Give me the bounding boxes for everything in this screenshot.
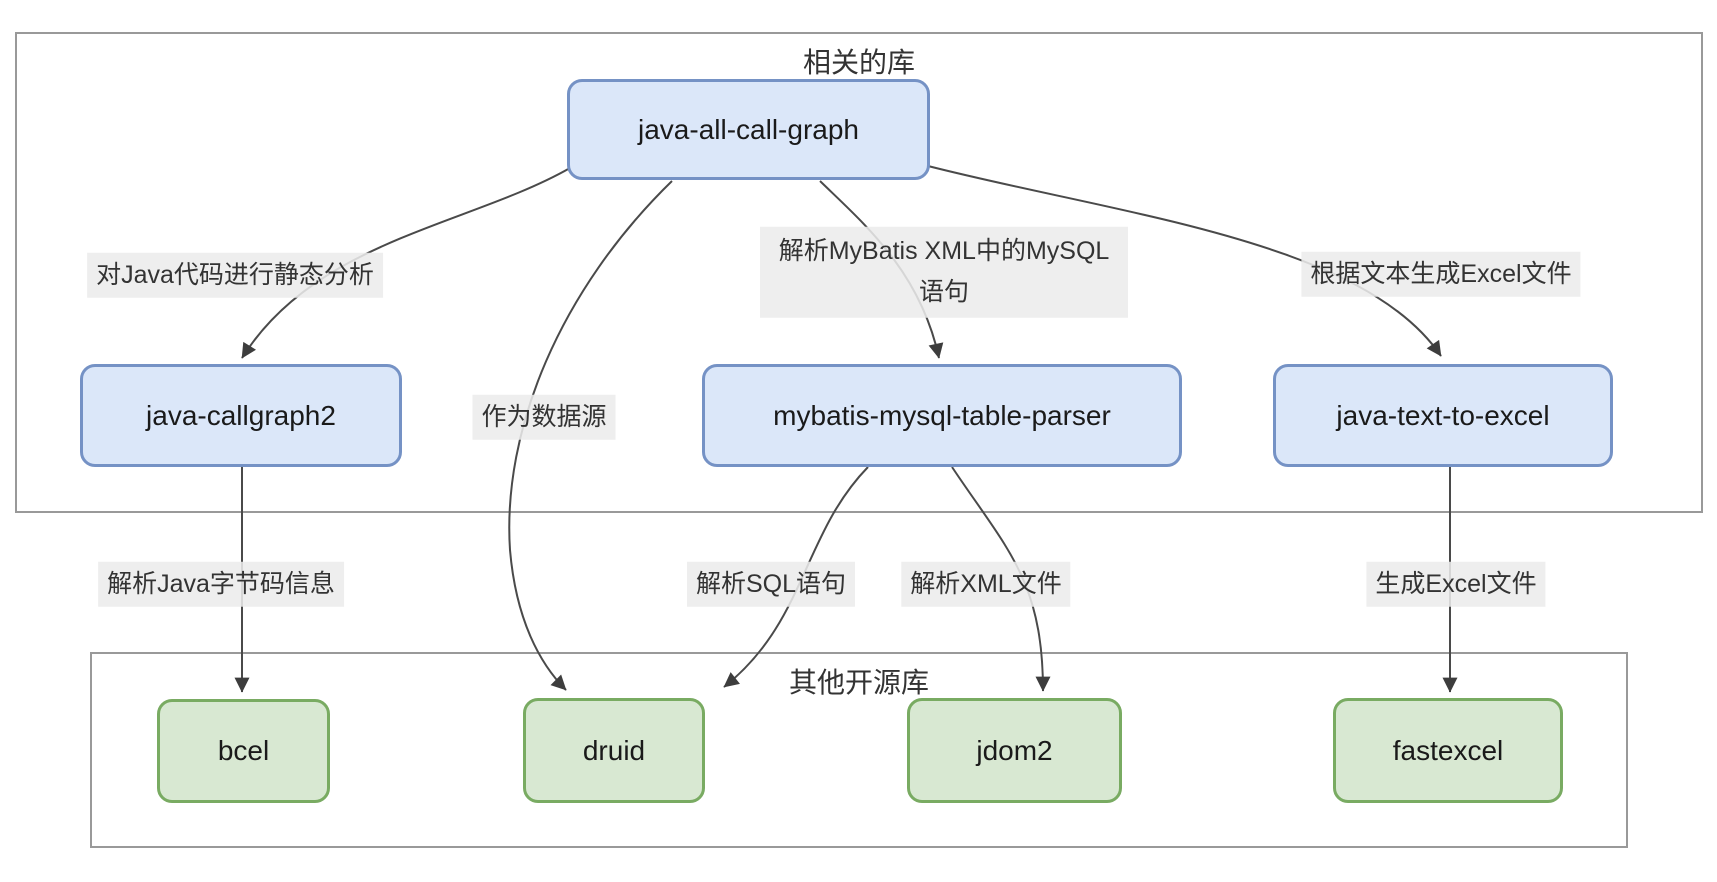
edge-label-parse-xml: 解析XML文件 xyxy=(901,561,1071,607)
node-mybatis-mysql-table-parser: mybatis-mysql-table-parser xyxy=(702,364,1182,467)
edge-label-parse-java-bytecode: 解析Java字节码信息 xyxy=(98,561,344,607)
edge-label-data-source: 作为数据源 xyxy=(472,394,616,440)
edge-java-all-call-graph-to-java-text-to-excel xyxy=(927,165,1442,357)
node-bcel: bcel xyxy=(157,699,330,803)
edge-label-generate-excel-from-text: 根据文本生成Excel文件 xyxy=(1301,251,1581,297)
edge-label-generate-excel: 生成Excel文件 xyxy=(1366,561,1546,607)
cluster-related-libs-title: 相关的库 xyxy=(802,47,916,78)
edge-java-all-call-graph-to-java-callgraph2 xyxy=(241,167,571,359)
edge-label-parse-mybatis-xml-mysql: 解析MyBatis XML中的MySQL 语句 xyxy=(760,226,1128,318)
edge-label-parse-sql: 解析SQL语句 xyxy=(686,561,856,607)
cluster-other-open-source: 其他开源库 xyxy=(90,652,1628,848)
cluster-other-open-source-title: 其他开源库 xyxy=(788,667,930,698)
edge-java-all-call-graph-to-druid xyxy=(508,180,673,691)
node-jdom2: jdom2 xyxy=(907,698,1122,803)
edge-label-static-analysis: 对Java代码进行静态分析 xyxy=(87,252,383,298)
node-java-all-call-graph: java-all-call-graph xyxy=(567,79,930,180)
node-fastexcel: fastexcel xyxy=(1333,698,1563,803)
node-java-text-to-excel: java-text-to-excel xyxy=(1273,364,1613,467)
node-druid: druid xyxy=(523,698,705,803)
cluster-related-libs: 相关的库 xyxy=(15,32,1703,513)
node-java-callgraph2: java-callgraph2 xyxy=(80,364,402,467)
